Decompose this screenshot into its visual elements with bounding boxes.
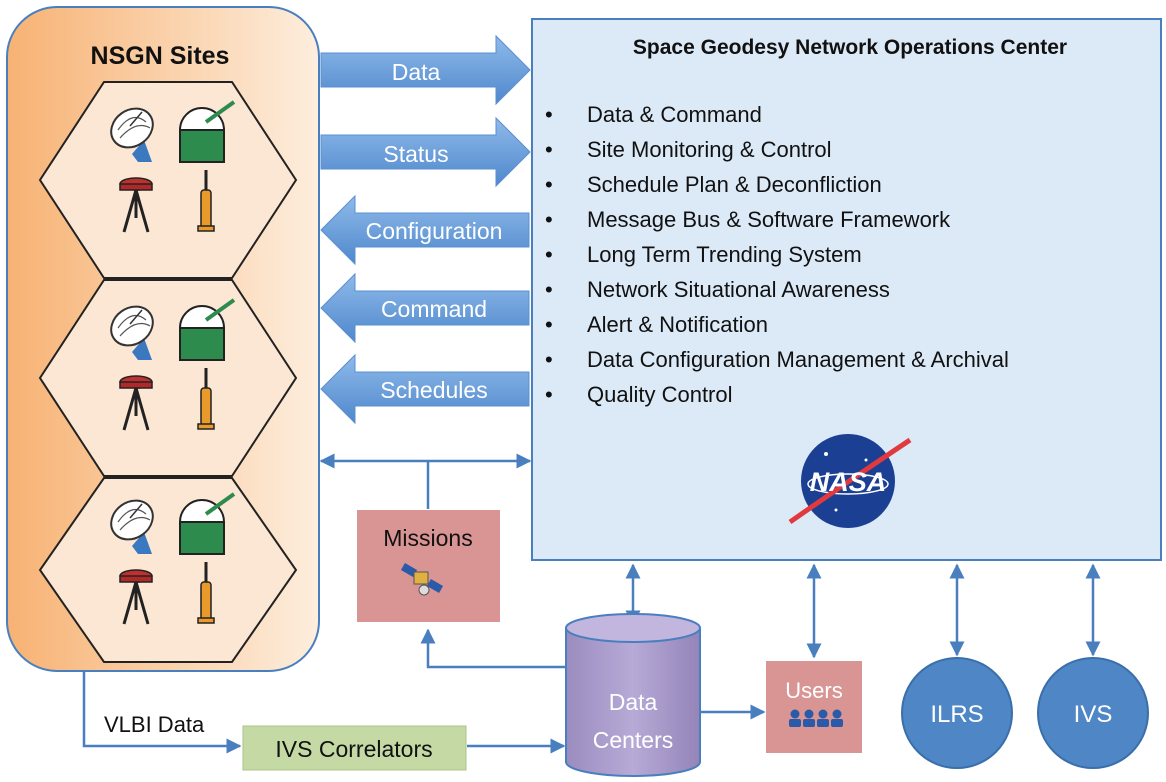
data-centers-line2: Centers <box>593 727 674 753</box>
site-hexagon-2 <box>38 279 298 477</box>
vlbi-data-label: VLBI Data <box>104 712 205 737</box>
bullet-7: Alert & Notification <box>587 312 768 337</box>
schedules-arrow: Schedules <box>320 353 530 425</box>
ilrs-circle: ILRS <box>901 657 1013 769</box>
bullet-9-glyph: • <box>545 382 553 407</box>
center-title: Space Geodesy Network Operations Center <box>633 36 1067 59</box>
vlbi-link <box>82 671 242 754</box>
datacenters-to-missions <box>420 628 566 669</box>
nasa-logo-text: NASA <box>810 467 887 497</box>
users-box: Users <box>766 661 862 753</box>
bullet-1-glyph: • <box>545 102 553 127</box>
nsgn-title: NSGN Sites <box>91 42 230 70</box>
users-label: Users <box>785 678 842 703</box>
ivs-correlators-label: IVS Correlators <box>275 736 432 762</box>
bullet-4: Message Bus & Software Framework <box>587 207 951 232</box>
bullet-2-glyph: • <box>545 137 553 162</box>
configuration-arrow-label: Configuration <box>366 218 503 244</box>
status-arrow: Status <box>320 116 531 188</box>
bullet-7-glyph: • <box>545 312 553 337</box>
users-group-icon <box>789 709 843 727</box>
bullet-3: Schedule Plan & Deconfliction <box>587 172 882 197</box>
command-arrow: Command <box>320 272 530 344</box>
data-arrow: Data <box>320 34 531 106</box>
status-arrow-label: Status <box>383 141 448 167</box>
bullet-3-glyph: • <box>545 172 553 197</box>
command-arrow-label: Command <box>381 296 487 322</box>
site-hexagon-1 <box>38 81 298 279</box>
nasa-logo-icon: NASA <box>788 434 912 528</box>
bullet-1: Data & Command <box>587 102 762 127</box>
ivs-circle: IVS <box>1037 657 1149 769</box>
bullet-2: Site Monitoring & Control <box>587 137 832 162</box>
bullet-5-glyph: • <box>545 242 553 267</box>
bullet-8: Data Configuration Management & Archival <box>587 347 1009 372</box>
bullet-6-glyph: • <box>545 277 553 302</box>
missions-box: Missions <box>357 510 500 622</box>
site-hexagon-3 <box>38 477 298 663</box>
bullet-4-glyph: • <box>545 207 553 232</box>
missions-label: Missions <box>383 525 472 551</box>
ivs-correlators-box: IVS Correlators <box>242 725 467 771</box>
schedules-arrow-label: Schedules <box>380 377 487 403</box>
data-centers-cylinder: Data Centers <box>565 613 701 777</box>
bullet-9: Quality Control <box>587 382 733 407</box>
ivs-label: IVS <box>1074 701 1113 728</box>
center-bullet-list: • Data & Command • Site Monitoring & Con… <box>545 102 1009 407</box>
bullet-8-glyph: • <box>545 347 553 372</box>
bullet-6: Network Situational Awareness <box>587 277 890 302</box>
configuration-arrow: Configuration <box>320 194 530 266</box>
ilrs-label: ILRS <box>930 701 983 728</box>
bullet-5: Long Term Trending System <box>587 242 862 267</box>
data-centers-line1: Data <box>609 689 658 715</box>
data-arrow-label: Data <box>392 59 441 85</box>
satellite-icon <box>400 563 444 596</box>
